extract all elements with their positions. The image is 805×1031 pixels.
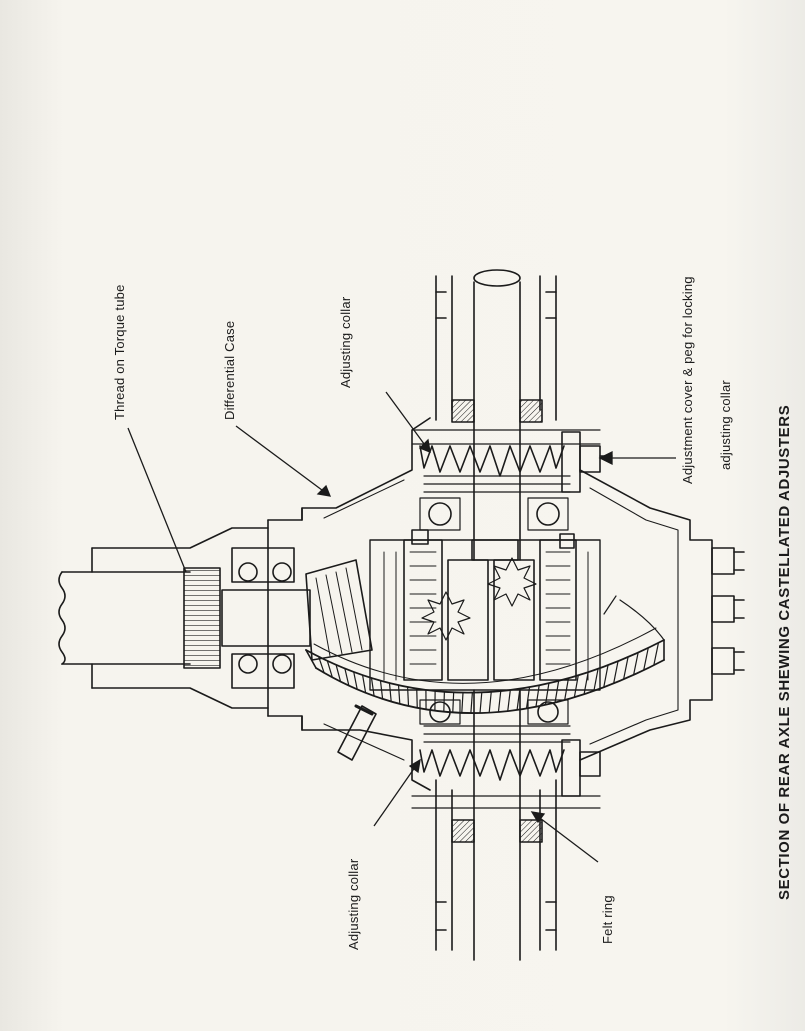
crown-wheel-tooth [319, 657, 325, 673]
label-differential-case: Differential Case [222, 320, 237, 420]
crown-wheel-tooth [471, 693, 473, 713]
crown-wheel-tooth [489, 692, 491, 713]
lower-axle-tube [412, 690, 600, 960]
label-adjustment-cover-line2: adjusting collar [718, 380, 733, 470]
crown-wheel-tooth [555, 681, 559, 703]
crown-wheel [306, 596, 664, 713]
crown-wheel-tooth [444, 692, 445, 712]
upper-adjusting-collar [420, 432, 612, 530]
differential-cage [370, 530, 600, 690]
crown-wheel-tooth [614, 661, 618, 683]
crown-wheel-tooth [624, 657, 628, 679]
crown-wheel-tooth [480, 692, 482, 713]
leader-adjusting-collar-bottom [374, 760, 420, 826]
crown-wheel-tooth [545, 683, 548, 705]
arrowhead-felt-ring [532, 812, 544, 822]
arrowhead-differential-case [318, 486, 330, 496]
arrowhead-adjusting-collar-bottom [410, 760, 420, 772]
crown-wheel-tooth [336, 665, 340, 682]
crown-wheel-tooth [417, 689, 418, 708]
crown-wheel-tooth [644, 648, 649, 670]
crown-wheel-tooth [526, 687, 529, 708]
crown-wheel-tooth [327, 661, 332, 678]
crown-wheel-tooth [462, 693, 463, 713]
crown-wheel-tooth [508, 690, 511, 711]
leader-adjusting-collar-top [386, 392, 430, 452]
crown-wheel-tooth [453, 692, 454, 712]
crown-wheel-tooth [399, 685, 400, 704]
differential-housing [268, 418, 744, 790]
crown-wheel-tooth [345, 668, 349, 685]
crown-wheel-teeth [319, 643, 659, 713]
crown-wheel-tooth [363, 675, 366, 693]
arrowhead-adjustment-cover [600, 452, 612, 464]
leader-thread-on-torque-tube [128, 428, 186, 572]
lower-adjusting-collar [420, 700, 600, 796]
label-felt-ring: Felt ring [600, 895, 615, 944]
leader-felt-ring [532, 812, 598, 862]
pinion-bearings [222, 520, 310, 716]
label-adjusting-collar-bottom: Adjusting collar [346, 858, 361, 950]
torque-tube [59, 528, 268, 708]
label-adjusting-collar-top: Adjusting collar [338, 296, 353, 388]
crown-wheel-tooth [498, 691, 500, 712]
crown-wheel-tooth [634, 653, 639, 675]
label-thread-on-torque-tube: Thread on Torque tube [112, 284, 127, 420]
crown-wheel-tooth [536, 685, 539, 707]
upper-axle-tube [412, 269, 600, 560]
crown-wheel-tooth [517, 689, 520, 710]
arrowhead-adjusting-collar-top [420, 440, 430, 452]
crown-wheel-tooth [654, 643, 659, 665]
crown-wheel-tooth [380, 681, 382, 699]
crown-wheel-tooth [594, 669, 598, 691]
crown-wheel-tooth [574, 675, 578, 697]
crown-wheel-tooth [604, 665, 608, 687]
crown-wheel-tooth [408, 687, 409, 706]
crown-wheel-tooth [372, 678, 375, 696]
label-adjustment-cover-line1: Adjustment cover & peg for locking [680, 276, 695, 484]
crown-wheel-tooth [565, 678, 569, 700]
crown-wheel-tooth [389, 683, 391, 702]
leader-differential-case [236, 426, 330, 496]
pinion-gear [306, 560, 372, 660]
crown-wheel-tooth [354, 672, 358, 689]
crown-wheel-tooth [584, 672, 588, 694]
diagram-caption: SECTION OF REAR AXLE SHEWING CASTELLATED… [776, 404, 793, 900]
